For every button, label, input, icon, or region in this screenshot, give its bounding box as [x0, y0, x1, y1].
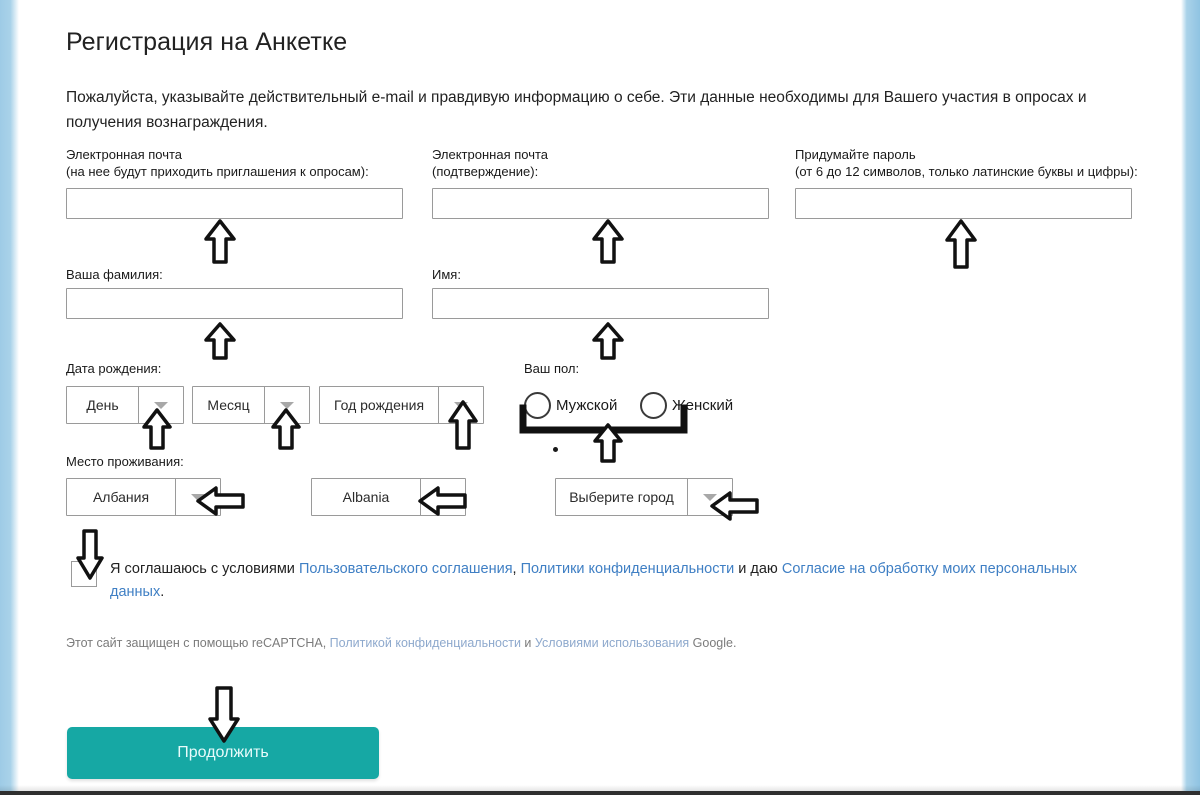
first-name-label: Имя:	[432, 267, 461, 282]
gender-label: Ваш пол:	[524, 361, 580, 376]
email-confirm-input[interactable]	[432, 188, 769, 219]
birth-month-select[interactable]: Месяц	[192, 386, 310, 424]
chevron-down-icon[interactable]	[175, 479, 220, 515]
recaptcha-link-3[interactable]: Условиями использования	[534, 636, 690, 650]
city-value: Выберите город	[569, 489, 674, 505]
agreement-link-1[interactable]: Пользовательского соглашения	[298, 561, 513, 577]
recaptcha-text-2: и	[520, 636, 535, 650]
chevron-down-icon[interactable]	[138, 387, 183, 423]
recaptcha-link-1[interactable]: Политикой конфиденциальности	[329, 636, 521, 650]
page-title: Регистрация на Анкетке	[66, 28, 348, 56]
gender-option-female-label: Женский	[672, 397, 734, 414]
agreement-text: Я соглашаюсь с условиями Пользовательско…	[110, 558, 1110, 604]
chevron-down-icon[interactable]	[264, 387, 309, 423]
frame-edge-left	[0, 0, 19, 795]
email-input[interactable]	[66, 188, 403, 219]
annotation-arrow-first-name	[591, 322, 625, 360]
agreement-checkbox[interactable]	[71, 561, 97, 587]
last-name-label: Ваша фамилия:	[66, 267, 163, 282]
annotation-arrow-gender	[592, 423, 624, 463]
birth-day-select[interactable]: День	[66, 386, 184, 424]
annotation-arrow-email-confirm	[591, 219, 625, 264]
annotation-arrow-last-name	[203, 322, 237, 360]
chevron-down-icon[interactable]	[687, 479, 732, 515]
password-input[interactable]	[795, 188, 1132, 219]
annotation-arrow-password	[944, 219, 978, 269]
first-name-input[interactable]	[432, 288, 769, 319]
frame-edge-bottom	[0, 791, 1200, 795]
country-en-value: Albania	[342, 489, 390, 505]
city-select[interactable]: Выберите город	[555, 478, 733, 516]
radio-icon[interactable]	[524, 392, 551, 419]
last-name-input[interactable]	[66, 288, 403, 319]
gender-option-male[interactable]: Мужской	[524, 392, 617, 419]
country-ru-select[interactable]: Албания	[66, 478, 221, 516]
password-label: Придумайте пароль (от 6 до 12 символов, …	[795, 147, 1138, 179]
chevron-down-icon[interactable]	[438, 387, 483, 423]
birth-day-value: День	[86, 397, 119, 413]
country-en-select[interactable]: Albania	[311, 478, 466, 516]
email-confirm-label: Электронная почта (подтверждение):	[432, 147, 549, 179]
agreement-text-0: Я соглашаюсь с условиями	[110, 561, 299, 577]
gender-option-female[interactable]: Женский	[640, 392, 733, 419]
recaptcha-text-4: Google.	[689, 636, 737, 650]
agreement-text-4: и даю	[734, 561, 782, 577]
birth-year-select[interactable]: Год рождения	[319, 386, 484, 424]
recaptcha-notice: Этот сайт защищен с помощью reCAPTCHA, П…	[66, 634, 736, 652]
chevron-down-icon[interactable]	[420, 479, 465, 515]
birth-month-value: Месяц	[207, 397, 250, 413]
birth-year-value: Год рождения	[333, 397, 425, 413]
country-ru-value: Албания	[92, 489, 150, 505]
frame-bottom-shadow	[0, 785, 1200, 791]
gender-option-male-label: Мужской	[556, 397, 618, 414]
intro-text: Пожалуйста, указывайте действительный e-…	[66, 89, 1087, 131]
agreement-text-6: .	[160, 584, 165, 600]
radio-icon[interactable]	[640, 392, 667, 419]
agreement-link-3[interactable]: Политики конфиденциальности	[520, 561, 735, 577]
submit-button[interactable]: Продолжить	[67, 727, 379, 779]
stray-dot	[553, 447, 558, 452]
annotation-arrow-email	[203, 219, 237, 264]
frame-edge-right	[1181, 0, 1200, 795]
birth-date-label: Дата рождения:	[66, 361, 162, 376]
location-label: Место проживания:	[66, 454, 184, 469]
agreement-link-5[interactable]: Согласие на обработку моих персональных …	[110, 561, 1078, 600]
email-label: Электронная почта (на нее будут приходит…	[66, 147, 369, 179]
agreement-text-2: ,	[512, 561, 521, 577]
recaptcha-text-0: Этот сайт защищен с помощью reCAPTCHA,	[66, 636, 330, 650]
